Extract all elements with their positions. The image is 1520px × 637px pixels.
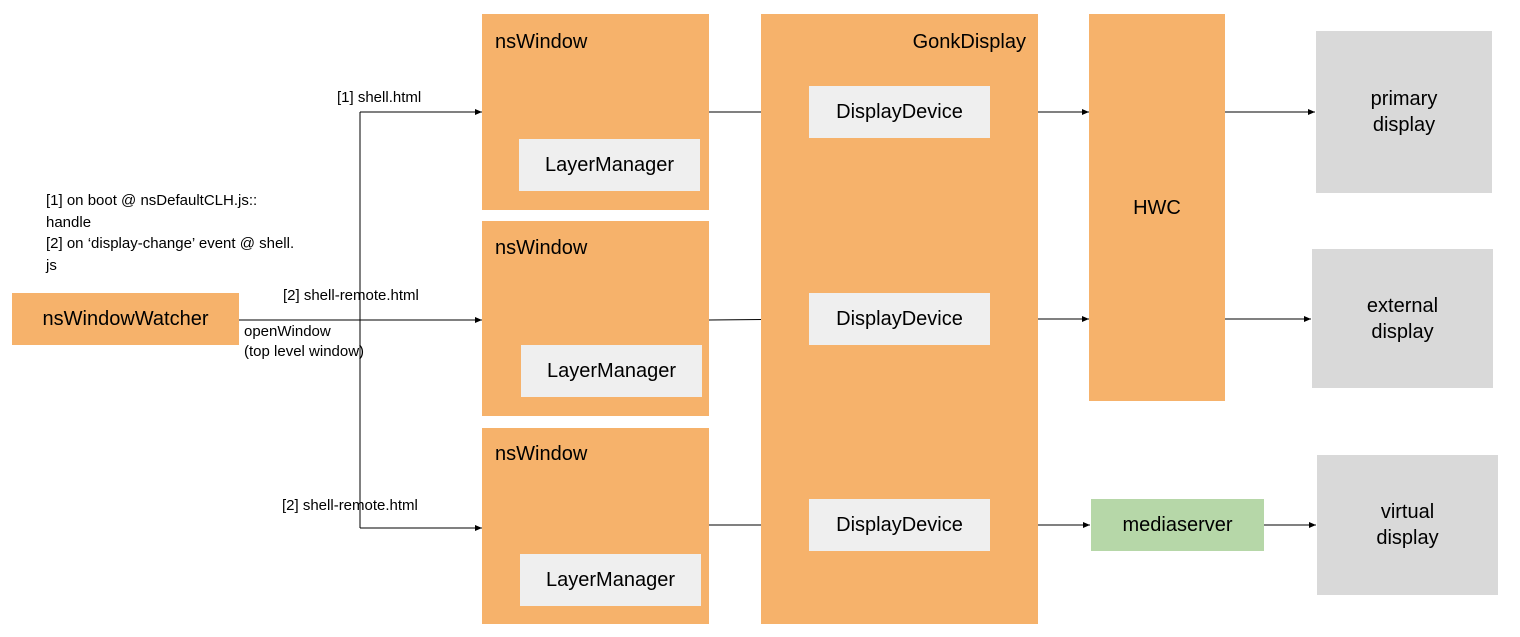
ns-window-3-title: nsWindow bbox=[495, 443, 588, 465]
ns-window-1-title: nsWindow bbox=[495, 31, 588, 53]
ns-window-2-title: nsWindow bbox=[495, 237, 588, 259]
ns-window-watcher: nsWindowWatcher bbox=[12, 293, 239, 345]
external-display: external display bbox=[1312, 249, 1493, 388]
open-window-line-1: openWindow bbox=[244, 323, 331, 340]
virtual-display-line-2: display bbox=[1376, 527, 1439, 549]
ns-window-2: nsWindow LayerManager bbox=[482, 221, 709, 416]
display-device-1: DisplayDevice bbox=[809, 86, 990, 138]
gonk-display-title: GonkDisplay bbox=[912, 31, 1026, 53]
mediaserver-label: mediaserver bbox=[1122, 514, 1233, 536]
layer-manager-2: LayerManager bbox=[521, 345, 702, 397]
ns-window-watcher-label: nsWindowWatcher bbox=[42, 308, 209, 330]
display-device-3: DisplayDevice bbox=[809, 499, 990, 551]
virtual-display-line-1: virtual bbox=[1380, 501, 1435, 523]
layer-manager-2-label: LayerManager bbox=[547, 360, 676, 382]
open-window-line-2: (top level window) bbox=[244, 343, 365, 360]
note-line-1: [1] on boot @ nsDefaultCLH.js:: bbox=[46, 192, 258, 209]
primary-display: primary display bbox=[1316, 31, 1492, 193]
route-label-3: [2] shell-remote.html bbox=[282, 497, 418, 514]
display-device-1-label: DisplayDevice bbox=[836, 101, 963, 123]
open-window-label: openWindow (top level window) bbox=[244, 322, 364, 362]
layer-manager-3-label: LayerManager bbox=[546, 569, 675, 591]
primary-display-line-2: display bbox=[1372, 114, 1436, 136]
display-device-3-label: DisplayDevice bbox=[836, 514, 963, 536]
trigger-notes: [1] on boot @ nsDefaultCLH.js:: handle [… bbox=[46, 190, 366, 276]
virtual-display: virtual display bbox=[1317, 455, 1498, 595]
mediaserver: mediaserver bbox=[1091, 499, 1264, 551]
note-line-3: [2] on ‘display-change’ event @ shell. bbox=[46, 235, 295, 252]
hwc: HWC bbox=[1089, 14, 1225, 401]
external-display-line-2: display bbox=[1371, 320, 1434, 343]
ns-window-3: nsWindow LayerManager bbox=[482, 428, 709, 624]
route-label-1: [1] shell.html bbox=[337, 89, 422, 106]
layer-manager-1: LayerManager bbox=[519, 139, 700, 191]
ns-window-1: nsWindow LayerManager bbox=[482, 14, 709, 210]
note-line-2: handle bbox=[46, 213, 92, 231]
display-device-2-label: DisplayDevice bbox=[836, 308, 963, 330]
layer-manager-3: LayerManager bbox=[520, 554, 701, 606]
hwc-label: HWC bbox=[1133, 196, 1181, 219]
display-device-2: DisplayDevice bbox=[809, 293, 990, 345]
route-label-2: [2] shell-remote.html bbox=[283, 287, 419, 304]
external-display-line-1: external bbox=[1366, 294, 1439, 317]
note-line-4: js bbox=[46, 256, 57, 274]
primary-display-line-1: primary bbox=[1370, 88, 1438, 110]
layer-manager-1-label: LayerManager bbox=[545, 154, 674, 176]
